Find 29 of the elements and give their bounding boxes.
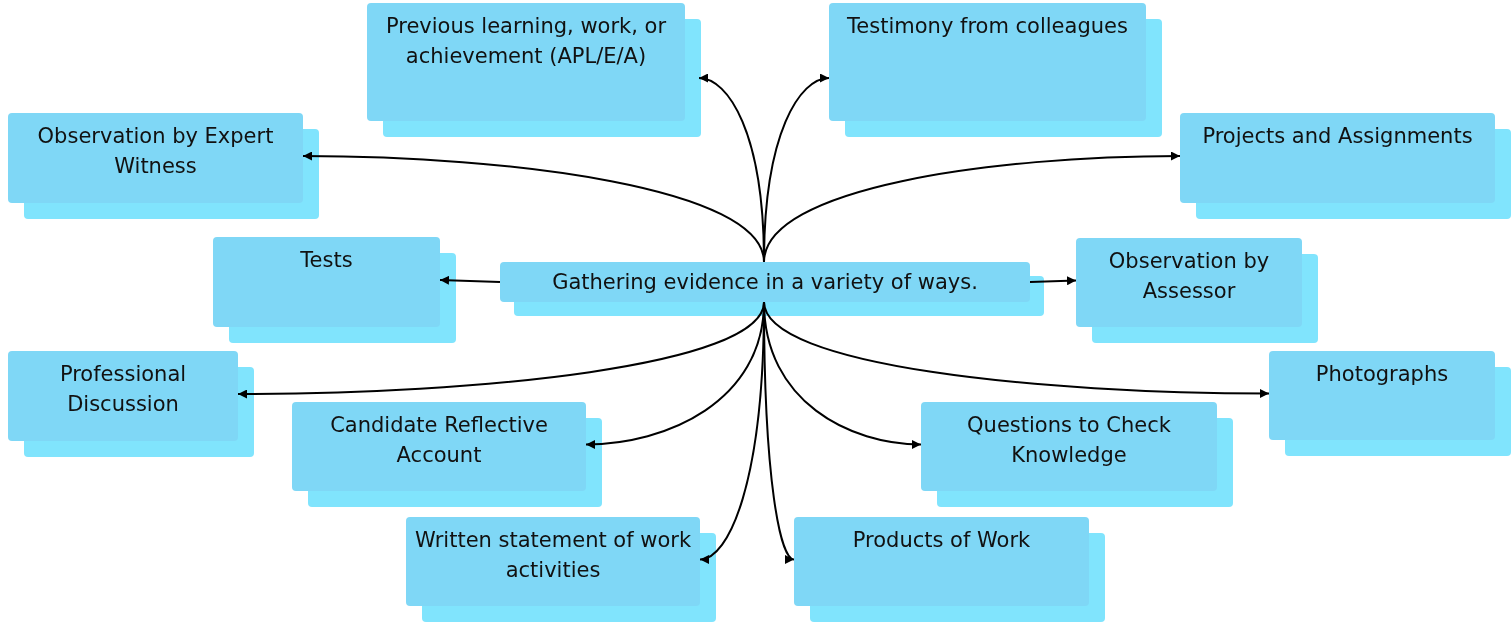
box-label: Observation by Expert Witness <box>36 123 275 180</box>
box-label: Written statement of work activities <box>414 527 692 584</box>
process-box <box>367 3 685 121</box>
process-box <box>213 237 440 327</box>
box-label: Gathering evidence in a variety of ways. <box>552 269 978 296</box>
box-label: Candidate Reflective Account <box>329 412 549 469</box>
box-label: Projects and Assignments <box>1202 123 1473 150</box>
box-label: Tests <box>300 247 353 274</box>
process-box <box>829 3 1146 121</box>
box-label: Testimony from colleagues <box>847 13 1128 40</box>
box-label: Products of Work <box>852 527 1031 554</box>
process-box <box>1269 351 1495 440</box>
box-label: Photographs <box>1315 361 1449 388</box>
process-box <box>8 113 303 203</box>
process-box <box>1076 238 1302 327</box>
box-label: Questions to Check Knowledge <box>966 412 1172 469</box>
arrow <box>1029 276 1077 286</box>
central-box <box>500 262 1030 302</box>
process-box <box>406 517 700 606</box>
arrow <box>763 151 1181 263</box>
process-box <box>1180 113 1495 203</box>
process-box <box>794 517 1089 606</box>
box-label: Observation by Assessor <box>1107 248 1271 305</box>
process-box <box>921 402 1217 491</box>
box-label: Previous learning, work, or achievement (APL/E/A) <box>384 13 668 70</box>
box-label: Professional Discussion <box>58 361 188 418</box>
arrow <box>439 275 501 285</box>
process-box <box>292 402 586 491</box>
process-box <box>8 351 238 441</box>
